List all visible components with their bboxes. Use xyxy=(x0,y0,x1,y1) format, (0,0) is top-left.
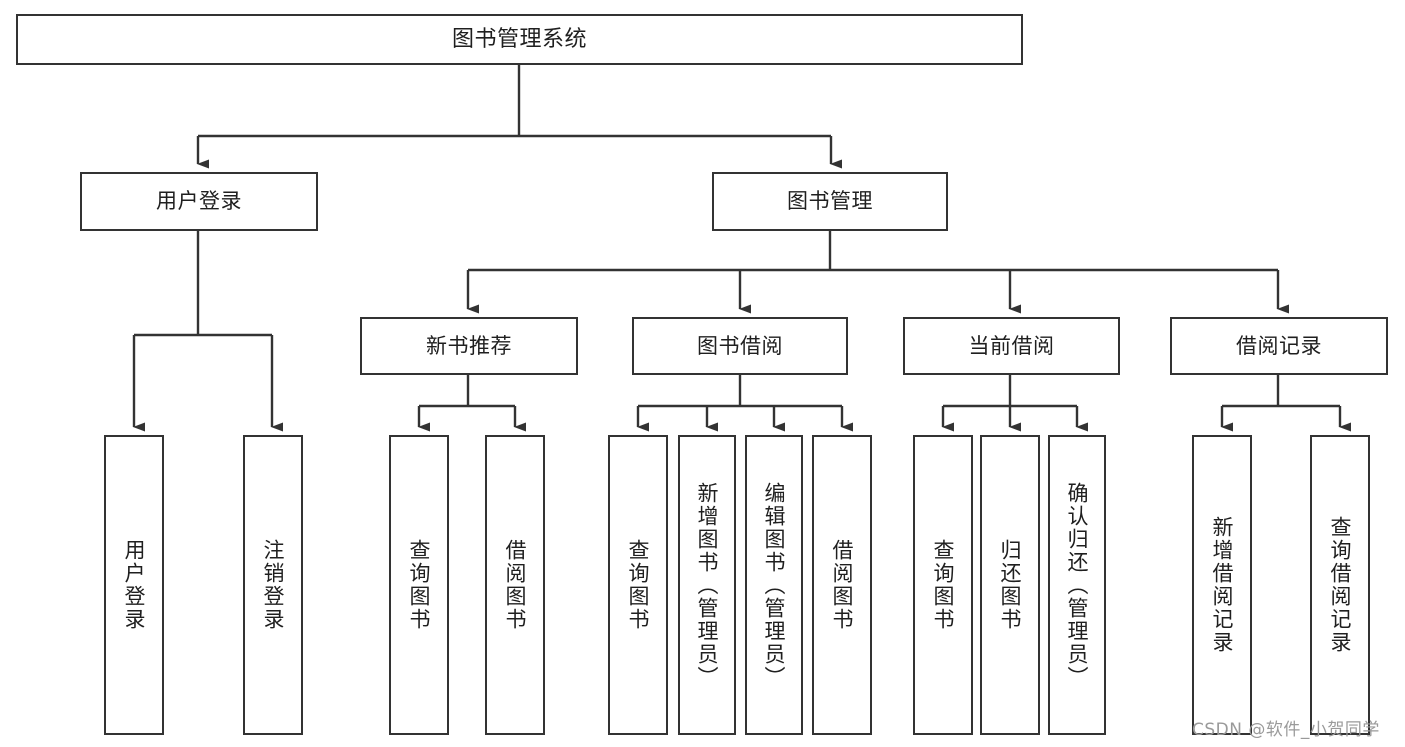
node-root-system[interactable]: 图书管理系统 xyxy=(16,14,1023,65)
leaf-query-book-borrow[interactable]: 查询图书 xyxy=(608,435,668,735)
node-user-login[interactable]: 用户登录 xyxy=(80,172,318,231)
leaf-query-book-borrow-label: 查询图书 xyxy=(626,539,651,631)
leaf-return-book[interactable]: 归还图书 xyxy=(980,435,1040,735)
leaf-confirm-return-admin-label: 确认归还（管理员） xyxy=(1065,481,1090,689)
leaf-query-book-current-label: 查询图书 xyxy=(931,539,956,631)
leaf-edit-book-admin[interactable]: 编辑图书（管理员） xyxy=(745,435,803,735)
leaf-query-book-new[interactable]: 查询图书 xyxy=(389,435,449,735)
leaf-add-borrow-record-label: 新增借阅记录 xyxy=(1210,516,1235,654)
node-current-borrow[interactable]: 当前借阅 xyxy=(903,317,1120,375)
leaf-confirm-return-admin[interactable]: 确认归还（管理员） xyxy=(1048,435,1106,735)
leaf-edit-book-admin-label: 编辑图书（管理员） xyxy=(762,481,787,689)
node-new-book-recommend-label: 新书推荐 xyxy=(426,333,512,358)
leaf-add-borrow-record[interactable]: 新增借阅记录 xyxy=(1192,435,1252,735)
node-book-borrow[interactable]: 图书借阅 xyxy=(632,317,848,375)
leaf-add-book-admin[interactable]: 新增图书（管理员） xyxy=(678,435,736,735)
node-borrow-record-label: 借阅记录 xyxy=(1236,333,1322,358)
node-book-management[interactable]: 图书管理 xyxy=(712,172,948,231)
leaf-borrow-book-new[interactable]: 借阅图书 xyxy=(485,435,545,735)
leaf-user-login[interactable]: 用户登录 xyxy=(104,435,164,735)
leaf-logout[interactable]: 注销登录 xyxy=(243,435,303,735)
leaf-borrow-book-new-label: 借阅图书 xyxy=(503,539,528,631)
leaf-lend-book-label: 借阅图书 xyxy=(830,539,855,631)
leaf-query-borrow-record[interactable]: 查询借阅记录 xyxy=(1310,435,1370,735)
leaf-lend-book[interactable]: 借阅图书 xyxy=(812,435,872,735)
leaf-user-login-label: 用户登录 xyxy=(122,539,147,631)
leaf-logout-label: 注销登录 xyxy=(261,539,286,631)
csdn-watermark: CSDN @软件_小贺同学 xyxy=(1192,720,1380,740)
node-new-book-recommend[interactable]: 新书推荐 xyxy=(360,317,578,375)
leaf-query-borrow-record-label: 查询借阅记录 xyxy=(1328,516,1353,654)
leaf-query-book-current[interactable]: 查询图书 xyxy=(913,435,973,735)
leaf-add-book-admin-label: 新增图书（管理员） xyxy=(695,481,720,689)
node-user-login-label: 用户登录 xyxy=(156,189,242,214)
node-root-label: 图书管理系统 xyxy=(451,26,587,52)
node-book-borrow-label: 图书借阅 xyxy=(697,333,783,358)
node-current-borrow-label: 当前借阅 xyxy=(968,333,1055,358)
node-book-management-label: 图书管理 xyxy=(787,189,873,214)
leaf-query-book-new-label: 查询图书 xyxy=(407,539,432,631)
leaf-return-book-label: 归还图书 xyxy=(998,539,1023,631)
node-borrow-record[interactable]: 借阅记录 xyxy=(1170,317,1388,375)
